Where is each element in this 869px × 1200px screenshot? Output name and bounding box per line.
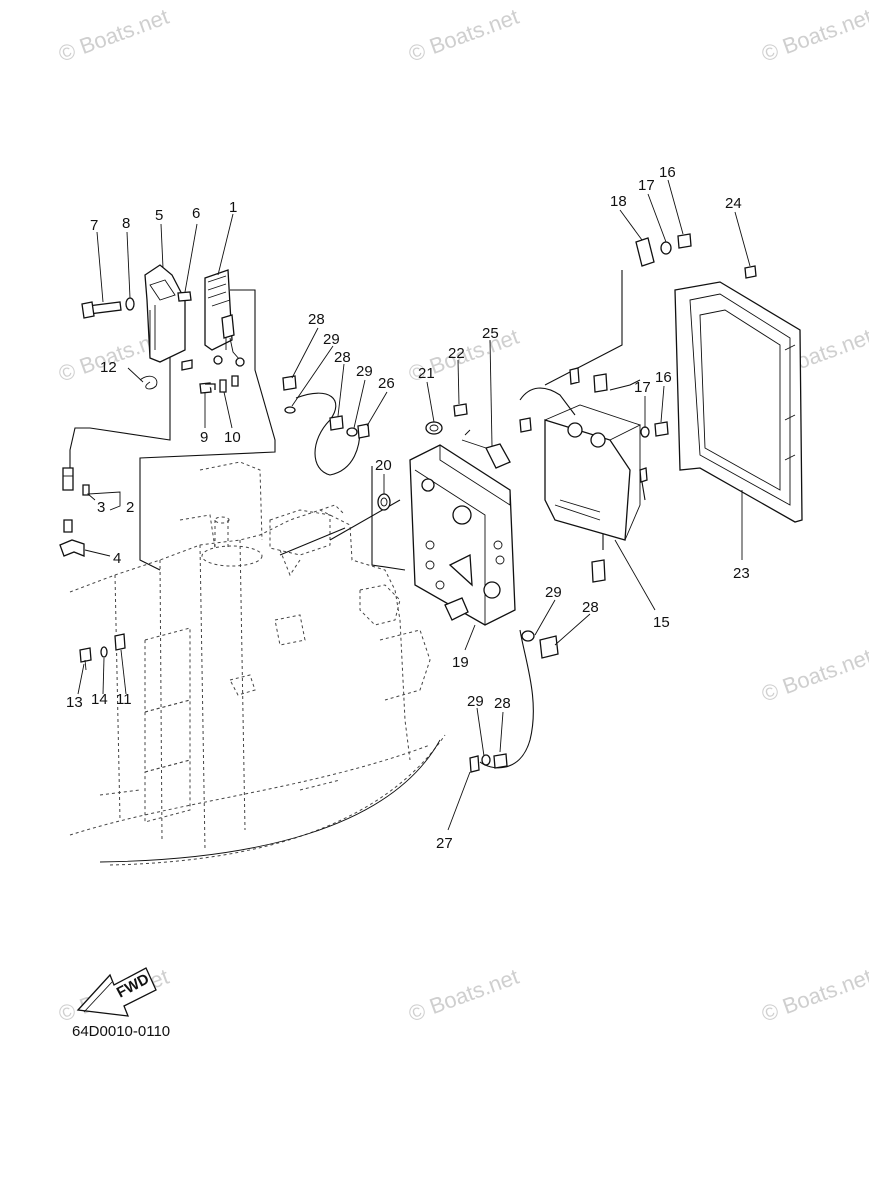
watermark: © Boats.net — [55, 4, 172, 67]
callout-number: 28 — [582, 599, 599, 616]
callout-number: 1 — [229, 199, 237, 216]
callout-number: 29 — [356, 363, 373, 380]
leader-lines — [77, 179, 751, 831]
callout-number: 20 — [375, 457, 392, 474]
bolt-part-28-b — [329, 415, 344, 431]
callout-number: 14 — [91, 691, 108, 708]
callout-number: 29 — [323, 331, 340, 348]
holder-part-11 — [114, 633, 126, 651]
callout-number: 9 — [200, 429, 208, 446]
callout-number: 12 — [100, 359, 117, 376]
bolt-part-28-c — [493, 753, 508, 769]
bolt-part-28-a — [282, 375, 297, 391]
callout-number: 19 — [452, 654, 469, 671]
callout-number: 10 — [224, 429, 241, 446]
callout-number: 28 — [334, 349, 351, 366]
watermark: © Boats.net — [405, 4, 522, 67]
callout-number: 16 — [655, 369, 672, 386]
bolt-part-22 — [453, 403, 468, 417]
callout-number: 3 — [97, 499, 105, 516]
callout-number: 29 — [545, 584, 562, 601]
sleeve-part-3 — [63, 484, 90, 533]
bracket-part-18 — [635, 237, 655, 267]
washer-part-17-b — [640, 426, 650, 438]
bolt-part-16-a — [677, 233, 692, 249]
callout-number: 27 — [436, 835, 453, 852]
screw-part-24 — [744, 265, 757, 279]
watermark: © Boats.net — [758, 964, 869, 1027]
cdi-unit-part-15 — [519, 367, 648, 583]
grommet-part-21 — [425, 421, 443, 435]
bolt-part-28-d — [539, 635, 559, 659]
washer-part-29-b — [346, 427, 358, 437]
callout-number: 22 — [448, 345, 465, 362]
cover-part-23 — [674, 281, 803, 523]
drawing-code: 64D0010-0110 — [72, 1023, 170, 1040]
plate-part-19 — [409, 444, 516, 626]
callout-number: 17 — [634, 379, 651, 396]
callout-number: 16 — [659, 164, 676, 181]
washer-part-29-a — [284, 406, 296, 414]
callout-number: 15 — [653, 614, 670, 631]
callout-number: 23 — [733, 565, 750, 582]
callout-number: 29 — [467, 693, 484, 710]
washer-part-14 — [100, 646, 108, 658]
watermark: © Boats.net — [758, 4, 869, 67]
watermark: © Boats.net — [758, 644, 869, 707]
callout-number: 18 — [610, 193, 627, 210]
callout-number: 17 — [638, 177, 655, 194]
callout-number: 8 — [122, 215, 130, 232]
terminal-part-26 — [357, 423, 370, 439]
callout-number: 6 — [192, 205, 200, 222]
washer-part-17-a — [660, 241, 672, 255]
callout-number: 24 — [725, 195, 742, 212]
callout-number: 4 — [113, 550, 121, 567]
callout-number: 28 — [308, 311, 325, 328]
callout-number: 13 — [66, 694, 83, 711]
relay-part-25 — [461, 429, 511, 469]
callout-number: 28 — [494, 695, 511, 712]
fwd-arrow-icon: FWD — [76, 967, 157, 1017]
engine-block-outline — [69, 461, 446, 866]
watermark: © Boats.net — [405, 964, 522, 1027]
callout-number: 2 — [126, 499, 134, 516]
callout-number: 21 — [418, 365, 435, 382]
bolt-part-13 — [79, 647, 92, 671]
clip-part-12 — [139, 375, 158, 390]
bolt-part-9 — [199, 382, 216, 394]
callout-number: 25 — [482, 325, 499, 342]
terminal-part-27 — [469, 755, 480, 773]
callout-number: 11 — [116, 691, 132, 708]
washer-part-29-c — [481, 754, 491, 766]
bracket-part-5 — [144, 264, 186, 363]
bolt-part-7 — [81, 301, 122, 319]
callout-number: 7 — [90, 217, 98, 234]
callout-labels: 7 8 5 6 1 12 9 10 3 2 4 13 14 11 28 29 2… — [66, 164, 750, 852]
terminal-part-10 — [219, 375, 239, 393]
callout-number: 26 — [378, 375, 395, 392]
connector-part-2 — [62, 467, 74, 491]
washer-part-8 — [125, 297, 135, 311]
screw-part-6 — [177, 291, 192, 302]
coil-part-1 — [181, 269, 245, 371]
callout-number: 5 — [155, 207, 163, 224]
clamp-part-4 — [59, 539, 85, 557]
washer-part-29-d — [521, 630, 535, 642]
bolt-part-16-b — [654, 421, 669, 437]
grommet-part-20 — [377, 493, 391, 511]
